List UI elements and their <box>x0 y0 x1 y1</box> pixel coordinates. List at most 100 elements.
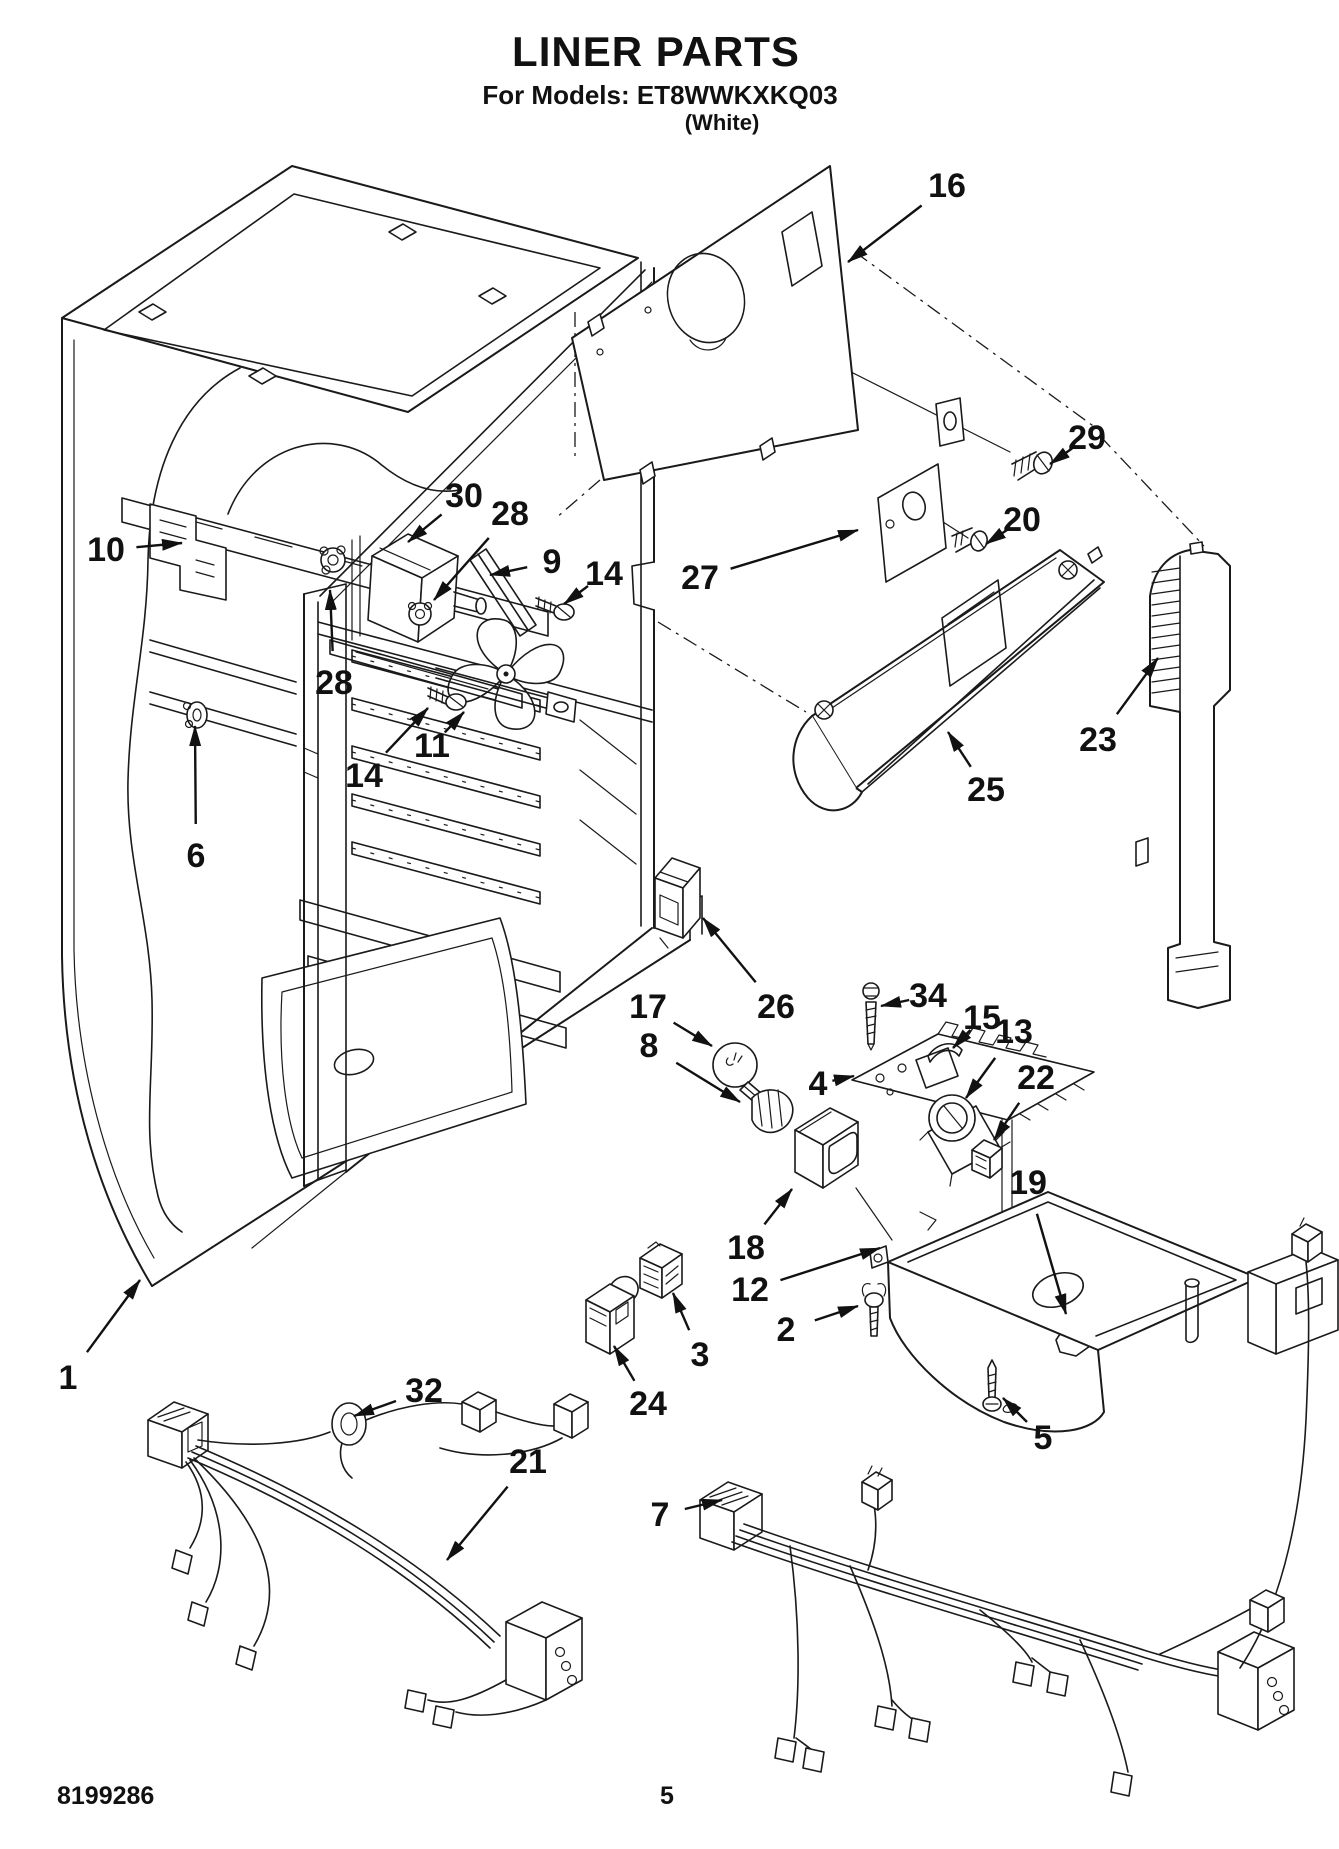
light-shield-18 <box>794 1107 859 1189</box>
screw-14-lower <box>427 686 467 711</box>
document-number: 8199286 <box>57 1782 155 1810</box>
fan-assembly-art <box>121 442 577 730</box>
part-label-10: 10 <box>87 531 125 569</box>
callout-arrow-8 <box>675 1061 741 1104</box>
callout-arrow-7 <box>684 1498 723 1511</box>
callout-arrow-14 <box>563 585 589 605</box>
part-label-34: 34 <box>909 977 947 1015</box>
callout-arrow-29 <box>1049 447 1073 465</box>
callout-arrow-14 <box>385 707 429 754</box>
callout-arrow-26 <box>702 917 757 984</box>
control-housing-12 <box>869 1191 1339 1433</box>
bracket-10 <box>149 503 227 601</box>
page-title: LINER PARTS <box>512 28 800 75</box>
part-label-25: 25 <box>967 771 1005 809</box>
callout-arrow-30 <box>407 513 443 543</box>
light-bulb-17 <box>712 1042 763 1103</box>
callout-arrow-32 <box>353 1399 397 1418</box>
callout-arrow-17 <box>672 1021 713 1048</box>
access-plate-27 <box>877 463 947 583</box>
callout-arrow-28 <box>433 537 490 601</box>
connector-24 <box>585 1275 639 1355</box>
screw-34 <box>862 982 880 1051</box>
callout-arrow-22 <box>993 1102 1021 1141</box>
part-label-29: 29 <box>1068 419 1106 457</box>
part-label-6: 6 <box>187 837 206 875</box>
hole-plug-6 <box>182 701 208 729</box>
part-label-16: 16 <box>928 167 966 205</box>
model-subtitle: For Models: ET8WWKXKQ03 <box>482 80 838 110</box>
part-label-27: 27 <box>681 559 719 597</box>
callout-arrow-2 <box>814 1304 859 1322</box>
part-label-22: 22 <box>1017 1059 1055 1097</box>
fuse-holder-3 <box>639 1241 683 1299</box>
motor-bracket-9 <box>469 548 537 637</box>
part-label-24: 24 <box>629 1385 667 1423</box>
wire-harness-7 <box>699 1217 1323 1797</box>
callout-arrow-1 <box>85 1279 141 1353</box>
screw-2 <box>861 1283 887 1337</box>
callout-arrow-23 <box>1115 657 1159 715</box>
evaporator-cover-25 <box>792 546 1105 812</box>
air-duct-23 <box>1135 541 1231 1009</box>
part-label-4: 4 <box>809 1065 828 1103</box>
part-label-19: 19 <box>1009 1164 1047 1202</box>
callout-arrow-5 <box>1002 1397 1028 1423</box>
cabinet-liner-art <box>61 165 703 1287</box>
part-label-1: 1 <box>59 1359 78 1397</box>
callout-arrow-24 <box>612 1345 636 1382</box>
screw-14-right <box>535 596 575 621</box>
part-label-28: 28 <box>491 495 529 533</box>
callout-arrow-18 <box>763 1188 793 1226</box>
part-label-5: 5 <box>1034 1419 1053 1457</box>
callout-arrow-25 <box>946 731 972 768</box>
finish-note: (White) <box>684 110 760 135</box>
callout-arrow-10 <box>136 538 183 551</box>
wire-harness-21 <box>147 1391 589 1729</box>
part-label-20: 20 <box>1003 501 1041 539</box>
motor-grommet-28-left <box>319 545 346 575</box>
callout-arrow-16 <box>847 204 923 263</box>
part-label-30: 30 <box>445 477 483 515</box>
part-label-26: 26 <box>757 988 795 1026</box>
callout-arrow-13 <box>965 1057 997 1099</box>
back-panel-16-art <box>571 165 965 485</box>
callout-arrow-28 <box>324 589 337 652</box>
callout-arrow-20 <box>985 527 1009 545</box>
callout-arrow-21 <box>446 1485 509 1561</box>
fan-blade-11 <box>447 618 565 730</box>
thermostat-bracket-26 <box>654 857 701 949</box>
bulb-socket-8 <box>751 1089 794 1134</box>
callout-arrow-15 <box>952 1029 972 1049</box>
part-label-17: 17 <box>629 988 667 1026</box>
callout-arrow-3 <box>671 1292 691 1331</box>
callout-arrow-11 <box>443 711 465 734</box>
callout-arrow-6 <box>189 725 202 825</box>
part-label-3: 3 <box>691 1336 710 1374</box>
callout-arrows <box>85 204 1159 1561</box>
callout-arrow-4 <box>832 1074 855 1087</box>
callout-arrow-34 <box>880 995 910 1008</box>
evaporator-fan-motor-30 <box>367 533 487 643</box>
callout-arrow-19 <box>1035 1213 1068 1315</box>
page-number: 5 <box>660 1782 674 1810</box>
part-label-11: 11 <box>414 727 450 765</box>
callout-arrow-27 <box>730 528 859 570</box>
part-label-32: 32 <box>405 1372 443 1410</box>
part-label-13: 13 <box>995 1013 1033 1051</box>
callout-arrow-9 <box>489 565 528 577</box>
part-label-28: 28 <box>315 664 353 702</box>
screw-29 <box>1011 451 1054 481</box>
part-label-21: 21 <box>509 1443 547 1481</box>
part-label-15: 15 <box>963 999 1001 1037</box>
part-label-23: 23 <box>1079 721 1117 759</box>
part-label-8: 8 <box>640 1027 659 1065</box>
callout-arrow-12 <box>780 1246 881 1282</box>
part-label-12: 12 <box>731 1271 769 1309</box>
part-label-9: 9 <box>543 543 562 581</box>
part-label-2: 2 <box>777 1311 796 1349</box>
part-label-14: 14 <box>585 555 623 593</box>
